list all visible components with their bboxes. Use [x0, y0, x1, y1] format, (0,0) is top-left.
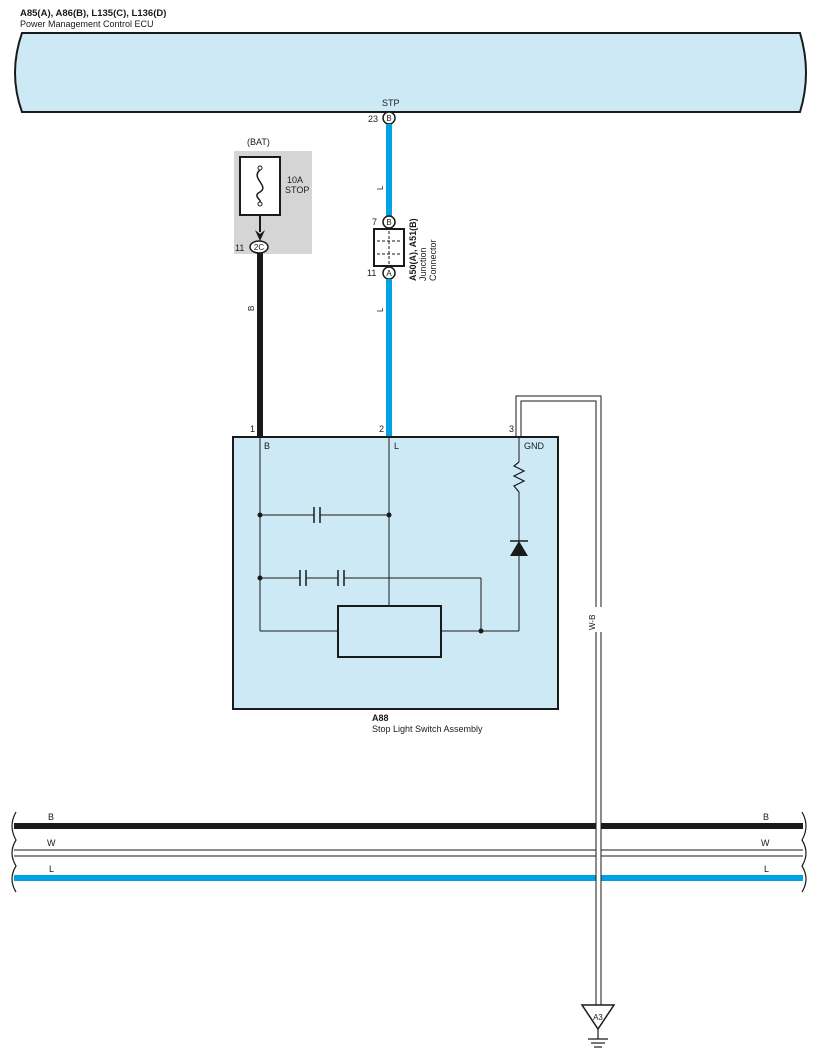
ecu-pin-number: 23: [368, 114, 378, 124]
bus-label-black-right: B: [763, 812, 769, 822]
switch-ic-block: [337, 605, 442, 658]
fuse-connector-label: 2C: [254, 243, 264, 252]
switch-pin-1: 1: [250, 424, 255, 434]
bus-label-white-left: W: [47, 838, 56, 848]
ground-connector-icon: [580, 1004, 616, 1031]
ecu-codes: A85(A), A86(B), L135(C), L136(D): [20, 8, 166, 19]
switch-pin-2: 2: [379, 424, 384, 434]
switch-terminal-l: L: [394, 441, 399, 451]
fuse-name: STOP: [285, 185, 309, 195]
bus-label-blue-right: L: [764, 864, 769, 874]
switch-code: A88: [372, 713, 389, 723]
junction-bottom-letter: A: [386, 269, 392, 278]
ground-wire-crossing: [596, 815, 601, 887]
switch-terminal-b: B: [264, 441, 270, 451]
fuse-rating: 10A: [287, 175, 303, 185]
ground-wire-label: W-B: [588, 615, 597, 630]
ecu-name: Power Management Control ECU: [20, 19, 154, 29]
ground-icon: [588, 1029, 608, 1048]
switch-box: [232, 436, 559, 710]
switch-terminal-gnd: GND: [524, 441, 545, 451]
fuse-terminal-top: [257, 165, 263, 171]
ecu-terminal-name: STP: [382, 98, 400, 108]
bus-label-white-right: W: [761, 838, 770, 848]
ground-wire-label-bg: [590, 607, 602, 632]
junction-codes: A50(A), A51(B): [408, 218, 418, 281]
ground-wire-inner: [520, 400, 597, 1005]
junction-dots: [257, 512, 484, 634]
ecu-connector-letter: B: [386, 114, 391, 123]
fuse-arrow-icon: [255, 230, 265, 241]
junction-bottom-pin: 11: [367, 268, 376, 278]
junction-top-pin: 7: [372, 217, 377, 227]
capacitor-icon: [337, 570, 345, 586]
switch-name: Stop Light Switch Assembly: [372, 724, 483, 734]
black-wire-label: B: [247, 306, 256, 311]
bus-label-black-left: B: [48, 812, 54, 822]
junction-top-letter: B: [386, 218, 391, 227]
fuse-terminal-bottom: [257, 201, 263, 207]
ecu-box: [14, 32, 807, 113]
blue-wire-label-upper: L: [376, 185, 385, 190]
fuse-element-icon: [256, 169, 264, 203]
bus-label-blue-left: L: [49, 864, 54, 874]
blue-wire-label-lower: L: [376, 307, 385, 312]
capacitor-icon: [299, 570, 307, 586]
fuse-pin-number: 11: [235, 243, 244, 253]
ground-wire-outer: [515, 395, 602, 1005]
switch-pin-3: 3: [509, 424, 514, 434]
ground-label: A3: [593, 1013, 603, 1022]
diode-icon: [510, 540, 528, 556]
fuse-source: (BAT): [247, 137, 270, 147]
junction-name-line1: Junction: [418, 247, 428, 281]
bus-break-left-icon: [11, 811, 17, 893]
junction-name-line2: Connector: [428, 239, 438, 281]
resistor-icon: [512, 461, 526, 493]
bus-break-right-icon: [801, 811, 807, 893]
capacitor-icon: [313, 507, 321, 523]
